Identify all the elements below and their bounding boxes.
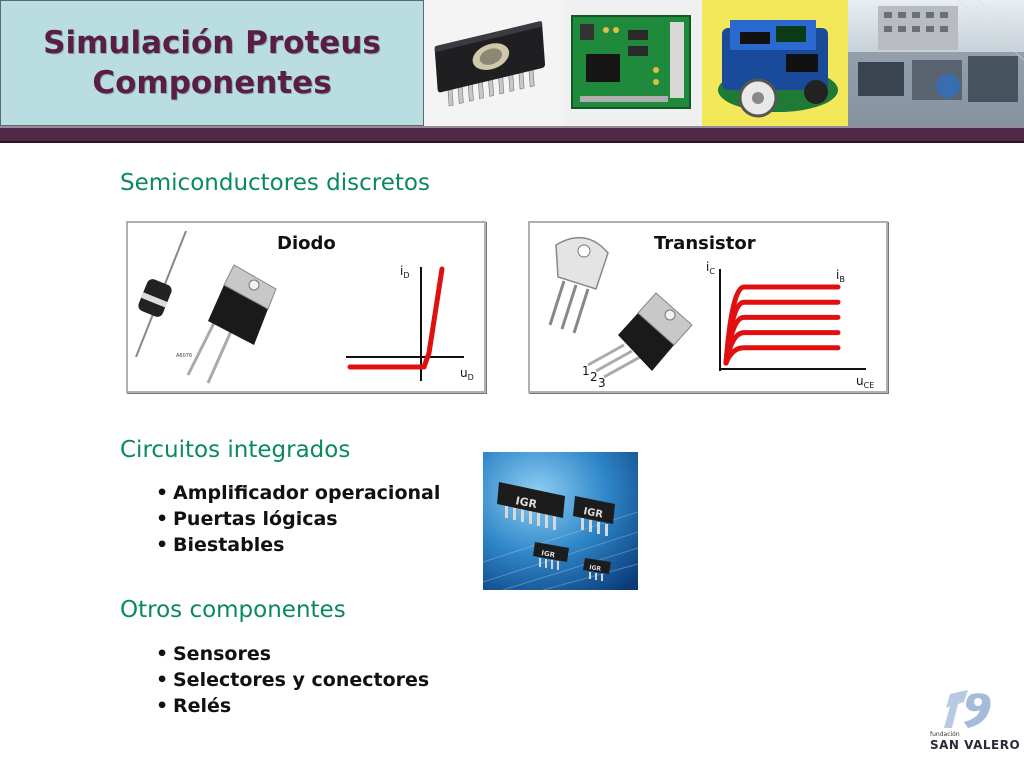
to220-transistor-icon (587, 292, 693, 379)
to92-transistor-icon (548, 236, 609, 334)
diode-y-axis-label: iD (400, 264, 410, 280)
to220-diode-icon (186, 264, 277, 384)
others-list: •Sensores •Selectores y conectores •Relé… (156, 641, 429, 719)
transistor-curve-label: iB (836, 268, 845, 284)
pcb-board-photo (566, 0, 698, 126)
list-item: •Sensores (156, 643, 272, 665)
section-heading-integrated: Circuitos integrados (120, 437, 351, 463)
transistor-pin-1: 1 (582, 364, 590, 378)
list-item-label: Amplificador operacional (173, 482, 441, 504)
transistor-curve-family (723, 284, 841, 366)
axial-diode-icon (135, 230, 187, 358)
transistor-pin-3: 3 (598, 376, 606, 390)
transistor-curve-3 (723, 314, 841, 366)
list-item: •Relés (156, 695, 232, 717)
chip-mark: IGR (582, 506, 604, 521)
chip-mark: IGR (541, 549, 557, 559)
transistor-pin-2: 2 (590, 370, 598, 384)
transistor-panel-title: Transistor (654, 233, 756, 254)
transistor-x-axis-label: uCE (856, 374, 874, 390)
list-item: •Selectores y conectores (156, 669, 430, 691)
header-photo-strip (424, 0, 1024, 126)
list-item-label: Sensores (173, 643, 272, 665)
logo-name-text: SAN VALERO (930, 738, 1021, 752)
building-collage-photo (848, 0, 1024, 126)
list-item-label: Relés (173, 695, 232, 717)
chip-mark: IGR (514, 494, 538, 511)
diode-figure: A6076 iD uD (135, 230, 474, 384)
diode-iv-curve (347, 266, 445, 370)
diode-panel-title: Diodo (277, 233, 336, 254)
diode-package-mark: A6076 (176, 353, 192, 359)
list-item: •Biestables (156, 534, 285, 556)
slide-title-line2: Componentes (92, 65, 332, 101)
logo-small-text: fundación (930, 731, 960, 738)
integrated-list: •Amplificador operacional •Puertas lógic… (156, 480, 440, 558)
diode-panel: Diodo A6076 iD uD (126, 221, 486, 393)
transistor-curve-1 (723, 284, 841, 366)
list-item-label: Selectores y conectores (173, 669, 430, 691)
transistor-y-axis-label: iC (706, 260, 715, 276)
chip-mark: IGR (589, 564, 602, 573)
robot-photo (702, 0, 848, 126)
transistor-figure: 1 2 3 iC uCE iB (548, 236, 874, 390)
list-item-label: Biestables (173, 534, 285, 556)
transistor-panel: Transistor 1 2 3 iC uCE iB (528, 221, 888, 393)
integrated-circuits-photo: IGR IGR IGR IGR (483, 452, 638, 590)
san-valero-logo (924, 688, 1014, 758)
list-item: •Amplificador operacional (156, 482, 441, 504)
slide-title-line1: Simulación Proteus (43, 25, 381, 61)
section-heading-others: Otros componentes (120, 597, 346, 623)
transistor-curve-5 (723, 345, 841, 366)
title-box: Simulación Proteus Componentes (0, 0, 424, 126)
list-item-label: Puertas lógicas (173, 508, 338, 530)
eprom-chip-photo (424, 0, 564, 126)
section-heading-semiconductors: Semiconductores discretos (120, 170, 430, 196)
list-item: •Puertas lógicas (156, 508, 338, 530)
logo-emblem-icon (944, 690, 991, 728)
diode-x-axis-label: uD (460, 366, 474, 382)
header-divider-band (0, 126, 1024, 143)
